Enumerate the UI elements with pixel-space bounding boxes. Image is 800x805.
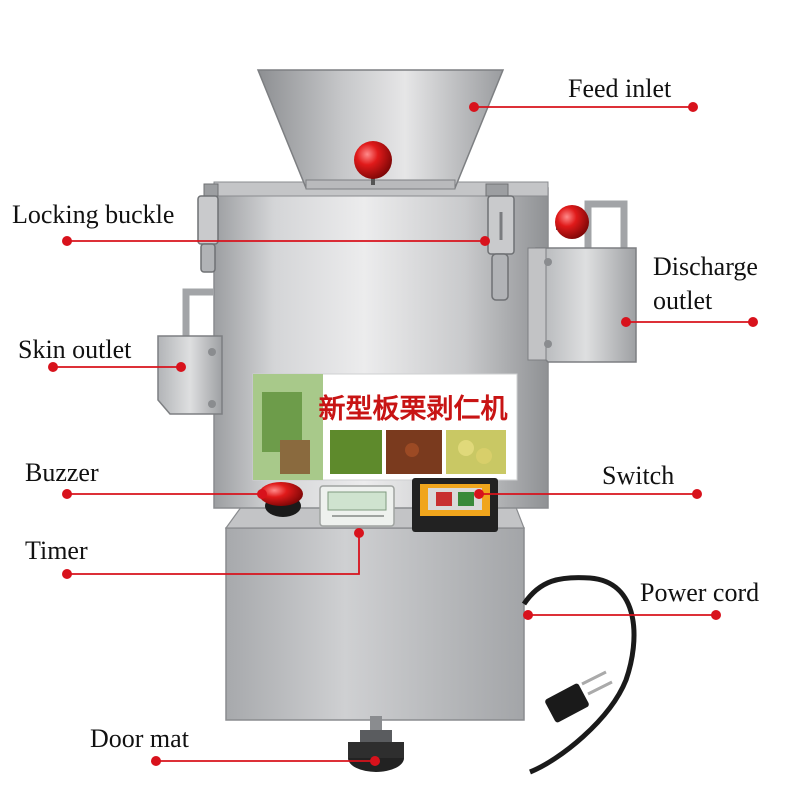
leader-dot-timer-a	[62, 569, 72, 579]
leader-lines	[48, 102, 758, 766]
hopper-knob	[354, 141, 392, 179]
leader-timer	[67, 533, 360, 575]
leader-dot-discharge-b	[748, 317, 758, 327]
leader-dot-feed-inlet-b	[688, 102, 698, 112]
leader-dot-skin-outlet-b	[176, 362, 186, 372]
leader-dot-discharge-a	[621, 317, 631, 327]
leader-dot-switch-a	[474, 489, 484, 499]
label-discharge-line2: outlet	[653, 286, 713, 315]
leader-dot-skin-outlet-a	[48, 362, 58, 372]
buzzer	[259, 482, 303, 517]
label-skin-outlet: Skin outlet	[18, 335, 132, 364]
label-switch: Switch	[602, 461, 675, 490]
leader-dot-power-cord-a	[523, 610, 533, 620]
label-discharge-outlet: Discharge outlet	[653, 250, 793, 318]
label-feed-inlet: Feed inlet	[568, 74, 672, 103]
label-locking-buckle: Locking buckle	[12, 200, 175, 229]
leader-dot-buzzer-a	[62, 489, 72, 499]
leader-dot-buzzer-b	[257, 489, 267, 499]
skin-outlet	[157, 288, 223, 415]
label-timer: Timer	[25, 536, 88, 565]
leader-dot-locking-buckle-b	[480, 236, 490, 246]
locking-buckle-left	[197, 183, 219, 273]
leader-dot-power-cord-b	[711, 610, 721, 620]
sign-text: 新型板栗剥仁机	[319, 393, 508, 425]
label-power-cord: Power cord	[640, 578, 760, 607]
leader-dot-door-mat-a	[151, 756, 161, 766]
label-discharge-line1: Discharge	[653, 252, 758, 281]
locking-buckle-right	[485, 183, 515, 301]
switch	[412, 478, 498, 532]
leader-dot-feed-inlet-a	[469, 102, 479, 112]
label-buzzer: Buzzer	[25, 458, 99, 487]
leader-dot-locking-buckle-a	[62, 236, 72, 246]
timer	[319, 485, 395, 527]
product-sign: 新型板栗剥仁机	[252, 373, 518, 481]
leader-dot-timer-b	[354, 528, 364, 538]
power-cord	[521, 575, 637, 775]
label-door-mat: Door mat	[90, 724, 189, 753]
leader-dot-switch-b	[692, 489, 702, 499]
discharge-outlet	[527, 200, 637, 363]
base-cabinet	[225, 527, 525, 721]
leader-dot-door-mat-b	[370, 756, 380, 766]
